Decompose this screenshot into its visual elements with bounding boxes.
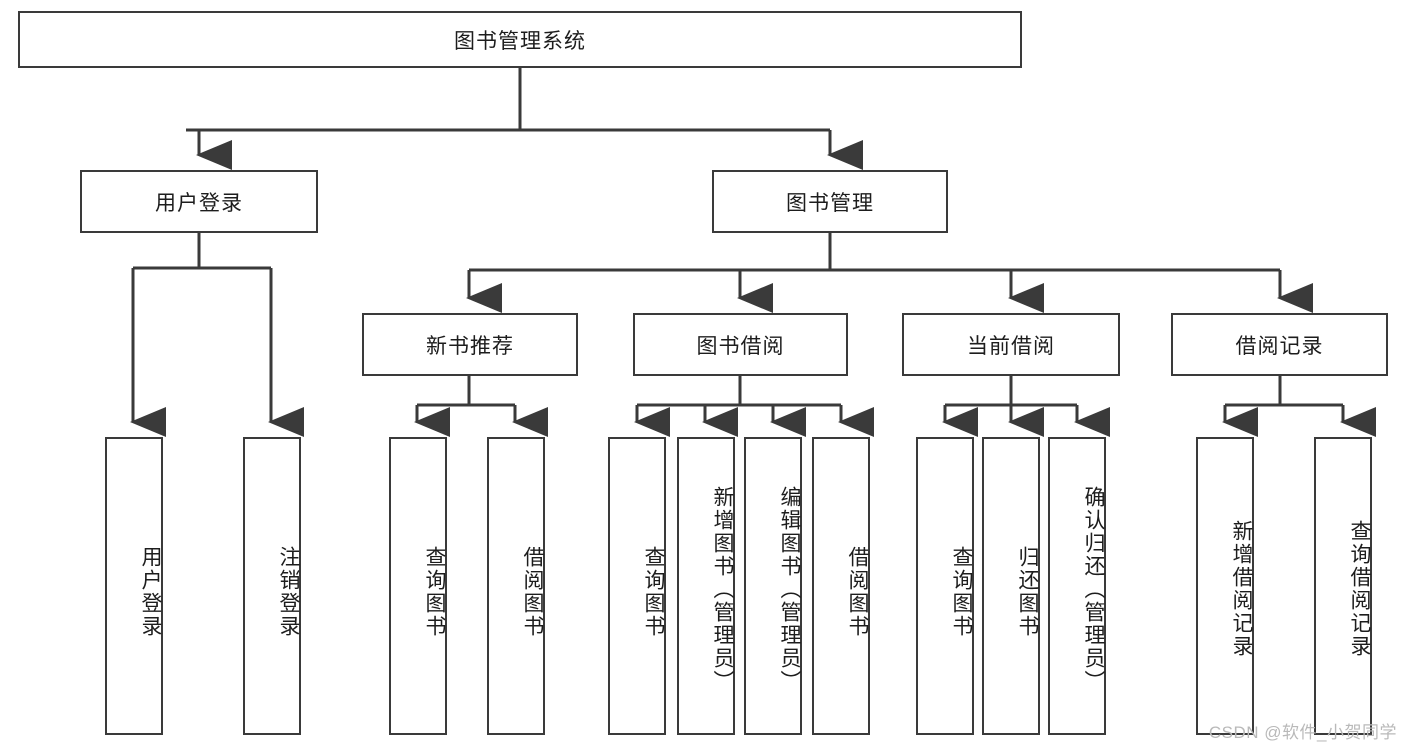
node-label: 新增借阅记录 — [1230, 520, 1253, 658]
leaf-borrow-borrow-book[interactable]: 借阅图书 — [812, 437, 870, 735]
leaf-borrow-edit-book-admin[interactable]: 编辑图书（管理员） — [744, 437, 802, 735]
node-label: 用户登录 — [139, 546, 162, 638]
leaf-record-query[interactable]: 查询借阅记录 — [1314, 437, 1372, 735]
node-label: 查询图书 — [642, 546, 665, 638]
node-label: 新书推荐 — [426, 334, 514, 358]
node-label: 查询图书 — [423, 546, 446, 638]
node-root-system[interactable]: 图书管理系统 — [18, 11, 1022, 68]
node-label: 借阅图书 — [846, 546, 869, 638]
node-label: 用户登录 — [155, 191, 243, 215]
node-user-login[interactable]: 用户登录 — [80, 170, 318, 233]
node-label: 图书借阅 — [696, 334, 785, 358]
node-label: 新增图书（管理员） — [711, 485, 734, 693]
node-label: 图书管理 — [786, 191, 874, 215]
node-label: 查询借阅记录 — [1348, 520, 1371, 658]
node-label: 查询图书 — [950, 546, 973, 638]
leaf-record-add[interactable]: 新增借阅记录 — [1196, 437, 1254, 735]
leaf-current-query-book[interactable]: 查询图书 — [916, 437, 974, 735]
node-label: 注销登录 — [277, 546, 300, 638]
leaf-new-book-borrow[interactable]: 借阅图书 — [487, 437, 545, 735]
node-book-borrow[interactable]: 图书借阅 — [633, 313, 848, 376]
node-new-book-recommend[interactable]: 新书推荐 — [362, 313, 578, 376]
node-label: 确认归还（管理员） — [1082, 485, 1105, 693]
leaf-new-book-query[interactable]: 查询图书 — [389, 437, 447, 735]
node-label: 借阅图书 — [521, 546, 544, 638]
node-label: 归还图书 — [1016, 546, 1039, 638]
leaf-current-return-book[interactable]: 归还图书 — [982, 437, 1040, 735]
csdn-watermark: CSDN @软件_小贺同学 — [1208, 723, 1397, 742]
node-label: 图书管理系统 — [454, 29, 586, 53]
leaf-user-login[interactable]: 用户登录 — [105, 437, 163, 735]
leaf-borrow-add-book-admin[interactable]: 新增图书（管理员） — [677, 437, 735, 735]
node-borrow-record[interactable]: 借阅记录 — [1171, 313, 1388, 376]
node-book-management[interactable]: 图书管理 — [712, 170, 948, 233]
node-label: 当前借阅 — [967, 334, 1055, 358]
node-current-borrow[interactable]: 当前借阅 — [902, 313, 1120, 376]
leaf-borrow-query-book[interactable]: 查询图书 — [608, 437, 666, 735]
leaf-current-confirm-return-admin[interactable]: 确认归还（管理员） — [1048, 437, 1106, 735]
node-label: 编辑图书（管理员） — [778, 485, 801, 693]
node-label: 借阅记录 — [1235, 334, 1324, 358]
leaf-logout[interactable]: 注销登录 — [243, 437, 301, 735]
